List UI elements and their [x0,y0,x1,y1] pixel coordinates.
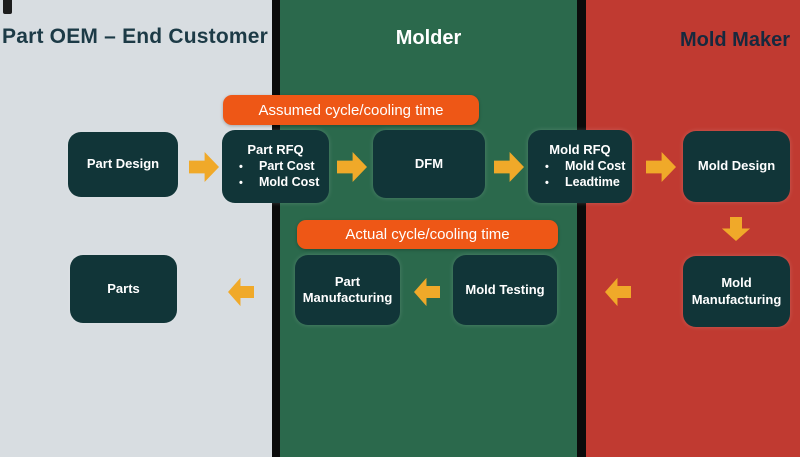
panel-title-molder: Molder [395,27,462,49]
bullet-icon: • [239,161,243,174]
box-parts: Parts [70,255,177,323]
bullet-icon: • [545,161,549,174]
corner-artifact [3,0,12,14]
box-label: DFM [414,155,444,171]
bullet-label: Mold Cost [259,175,320,190]
box-label: Part Manufacturing [302,273,393,305]
box-dfm: DFM [373,130,485,198]
box-label: Part Design [86,156,160,172]
box-label: Mold Design [697,158,776,174]
box-mold-testing: Mold Testing [453,255,557,325]
panel-divider-right [577,0,586,457]
panel-title-part-oem: Part OEM – End Customer [2,25,268,48]
banner-assumed-cycle-time: Assumed cycle/cooling time [223,95,479,125]
box-mold-rfq: Mold RFQ • Mold Cost • Leadtime [528,130,632,203]
box-mold-design: Mold Design [683,131,790,202]
box-label: Mold Testing [465,281,545,297]
box-part-design: Part Design [68,132,178,197]
list-item: • Mold Cost [528,159,632,175]
panel-part-oem [0,0,272,457]
box-part-rfq: Part RFQ • Part Cost • Mold Cost [222,130,329,203]
panel-mold-maker [586,0,800,457]
box-mold-manufacturing: Mold Manufacturing [683,256,790,327]
box-part-manufacturing: Part Manufacturing [295,255,400,325]
bullet-list: • Mold Cost • Leadtime [528,159,632,191]
list-item: • Leadtime [528,175,632,191]
box-title: Mold RFQ [549,142,611,158]
bullet-label: Part Cost [259,159,315,174]
box-title: Part RFQ [247,142,304,158]
panel-title-mold-maker: Mold Maker [679,29,790,51]
panel-divider-left [272,0,280,457]
bullet-icon: • [239,177,243,190]
bullet-label: Mold Cost [565,159,626,174]
box-label: Mold Manufacturing [691,275,782,307]
bullet-list: • Part Cost • Mold Cost [222,159,329,191]
list-item: • Part Cost [222,159,329,175]
banner-actual-cycle-time: Actual cycle/cooling time [297,220,558,249]
bullet-label: Leadtime [565,175,620,190]
list-item: • Mold Cost [222,175,329,191]
box-label: Parts [107,280,140,296]
bullet-icon: • [545,177,549,190]
